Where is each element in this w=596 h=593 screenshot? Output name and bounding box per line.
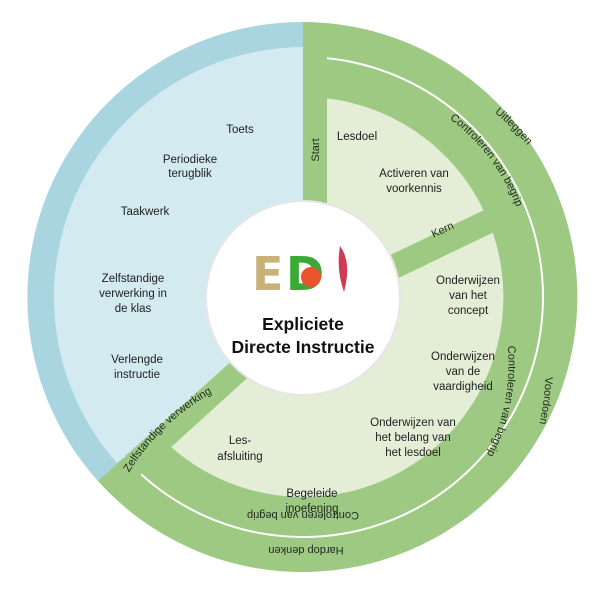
- label-vaardigheid-3: vaardigheid: [433, 381, 492, 393]
- ring-label-hardop-denken: Hardop denken: [268, 544, 343, 556]
- label-belang-2: het belang van: [375, 432, 450, 444]
- title-line-2: Directe Instructie: [232, 337, 375, 357]
- label-concept-3: concept: [448, 305, 489, 317]
- logo-letter-e: E: [252, 247, 283, 301]
- title-line-1: Expliciete: [262, 314, 344, 334]
- label-activeren-1: Activeren van: [379, 168, 449, 180]
- blue-inner-sector: [53, 47, 303, 463]
- logo-letter-i: [338, 246, 348, 292]
- band-label-start: Start: [310, 138, 322, 161]
- label-begeleide-2: inoefening: [285, 503, 338, 515]
- label-verlengde-1: Verlengde: [111, 354, 163, 366]
- label-activeren-2: voorkennis: [386, 183, 442, 195]
- label-vaardigheid-1: Onderwijzen: [431, 351, 495, 363]
- label-concept-2: van het: [449, 290, 488, 302]
- label-zelfstandig-3: de klas: [115, 303, 152, 315]
- label-vaardigheid-2: van de: [446, 366, 481, 378]
- label-lesdoel: Lesdoel: [337, 131, 377, 143]
- label-taakwerk: Taakwerk: [121, 206, 170, 218]
- center-circle: [205, 200, 401, 396]
- label-toets: Toets: [226, 124, 254, 136]
- label-periodieke-2: terugblik: [168, 168, 212, 180]
- label-les-1: Les-: [229, 435, 252, 447]
- label-zelfstandig-1: Zelfstandige: [102, 273, 165, 285]
- label-belang-3: het lesdoel: [385, 447, 441, 459]
- logo-gear-icon: [301, 267, 321, 287]
- label-periodieke-1: Periodieke: [163, 154, 217, 166]
- ring-label-controleren-3: Controleren van begrip: [247, 509, 359, 521]
- label-belang-1: Onderwijzen van: [370, 417, 456, 429]
- label-zelfstandig-2: verwerking in: [99, 288, 167, 300]
- label-concept-1: Onderwijzen: [436, 275, 500, 287]
- edi-logo: E D: [252, 246, 348, 301]
- label-verlengde-2: instructie: [114, 369, 160, 381]
- label-les-2: afsluiting: [217, 451, 262, 463]
- label-begeleide-1: Begeleide: [286, 488, 337, 500]
